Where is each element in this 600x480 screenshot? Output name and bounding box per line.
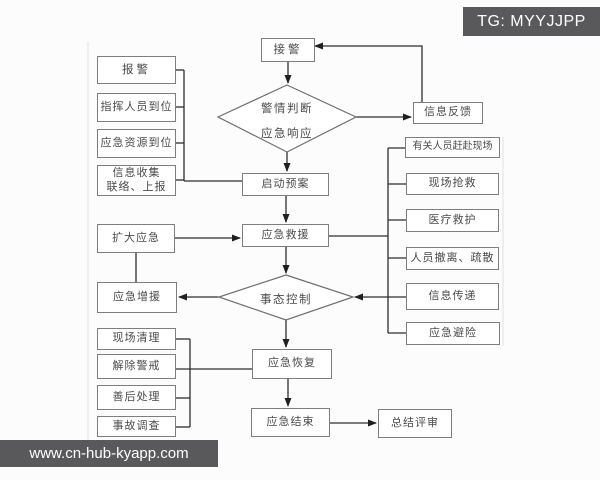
node-emergency-reinforce: 应急增援 — [97, 282, 177, 313]
watermark-top-right: TG: MYYJJPP — [463, 7, 600, 36]
decision-diamond-judge — [216, 84, 358, 153]
faint-frame-lines — [87, 42, 504, 442]
node-emergency-rescue: 应急救援 — [242, 224, 329, 247]
node-receive-alarm: 接警 — [261, 38, 315, 62]
node-activate-plan: 启动预案 — [242, 173, 329, 196]
decision-judge-line1: 警情判断 — [261, 103, 313, 115]
node-summary-review: 总结评审 — [378, 409, 452, 438]
arrow-connectors — [175, 42, 423, 427]
decision-judge-line2: 应急响应 — [261, 128, 313, 140]
node-info-collection: 信息收集 联络、上报 — [97, 165, 176, 196]
node-decision-control-label: 事态控制 — [260, 294, 312, 306]
decision-diamond-control — [217, 274, 355, 321]
node-lift-alert: 解除警戒 — [97, 354, 176, 379]
node-commanders-in-place: 指挥人员到位 — [97, 93, 176, 122]
node-info-transfer: 信息传递 — [406, 283, 499, 310]
watermark-bottom-left: www.cn-hub-kyapp.com — [0, 440, 218, 467]
node-aftermath: 善后处理 — [97, 385, 176, 410]
node-site-cleanup: 现场清理 — [97, 328, 176, 350]
plain-connectors — [135, 69, 406, 428]
node-evacuation: 人员撤离、疏散 — [406, 247, 499, 270]
node-emergency-end: 应急结束 — [251, 408, 330, 437]
node-expand-emergency: 扩大应急 — [97, 224, 175, 253]
node-info-feedback: 信息反馈 — [413, 102, 483, 124]
node-decision-judge-label: 警情判断 应急响应 — [227, 100, 347, 141]
node-resources-in-place: 应急资源到位 — [97, 129, 176, 158]
node-emergency-avoidance: 应急避险 — [406, 322, 500, 345]
node-personnel-to-scene: 有关人员赶赴现场 — [405, 137, 500, 158]
node-emergency-recovery: 应急恢复 — [252, 349, 332, 379]
node-onsite-rescue: 现场抢救 — [406, 173, 499, 195]
node-accident-investigation: 事故调查 — [97, 416, 176, 437]
node-report-alarm: 报警 — [97, 56, 176, 84]
node-medical-care: 医疗救护 — [406, 209, 499, 232]
